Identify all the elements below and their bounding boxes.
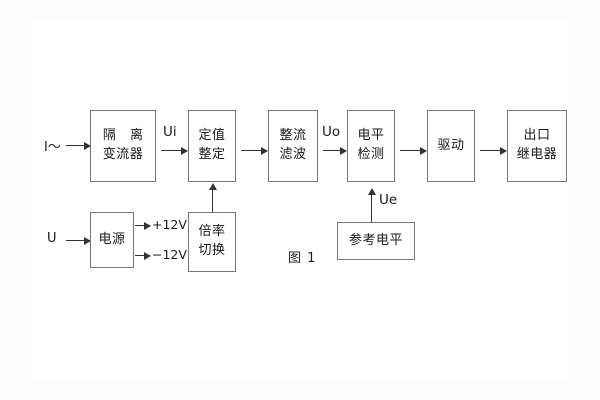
arrow-reference-to-level [367, 188, 376, 222]
arrow-multiplier-to-setpoint [208, 183, 217, 212]
arrow-voltage-to-power [66, 236, 91, 245]
current-input-label: I～ [44, 140, 61, 155]
block-level-detect-line1: 电平 [357, 128, 385, 144]
voltage-input-label: U [47, 231, 57, 246]
block-reference-level[interactable]: 参考电平 [337, 222, 415, 260]
block-driver[interactable]: 驱动 [427, 110, 475, 182]
block-output-relay[interactable]: 出口 继电器 [507, 110, 567, 182]
arrow-isolation-to-setpoint [161, 146, 188, 155]
arrow-level-to-driver [400, 146, 427, 155]
block-multiplier-switch-line1: 倍率 [198, 224, 226, 240]
arrow-current-to-isolation [66, 141, 91, 150]
arrow-driver-to-relay [480, 146, 507, 155]
signal-pos12v-label: +12V [152, 217, 187, 232]
block-setpoint-adjust[interactable]: 定值 整定 [188, 110, 236, 182]
block-multiplier-switch[interactable]: 倍率 切换 [188, 212, 236, 272]
block-setpoint-adjust-line2: 整定 [198, 147, 226, 162]
block-driver-line1: 驱动 [437, 137, 465, 153]
arrow-setpoint-to-rectify [241, 146, 268, 155]
block-isolation-transformer-line2: 变流器 [102, 147, 144, 162]
block-level-detect[interactable]: 电平 检测 [347, 110, 395, 182]
arrow-power-pos12v [135, 221, 151, 230]
arrow-rectify-to-level [323, 146, 347, 155]
block-rectify-filter[interactable]: 整流 滤波 [268, 110, 318, 182]
block-isolation-transformer[interactable]: 隔 离 变流器 [90, 110, 156, 182]
block-isolation-transformer-line1: 隔 离 [102, 128, 149, 144]
block-rectify-filter-line1: 整流 [279, 128, 307, 144]
block-level-detect-line2: 检测 [357, 147, 385, 162]
figure-caption: 图 1 [288, 251, 317, 266]
figure-panel [28, 22, 572, 378]
signal-ui-label: Ui [163, 124, 177, 140]
arrow-power-neg12v [135, 251, 151, 260]
block-rectify-filter-line2: 滤波 [279, 147, 307, 162]
signal-neg12v-label: −12V [152, 247, 187, 262]
block-output-relay-line1: 出口 [523, 128, 551, 144]
signal-uo-label: Uo [322, 124, 341, 140]
block-setpoint-adjust-line1: 定值 [198, 128, 226, 144]
block-multiplier-switch-line2: 切换 [198, 243, 226, 258]
block-power-supply[interactable]: 电源 [90, 212, 134, 268]
block-output-relay-line2: 继电器 [516, 147, 558, 162]
block-power-supply-line1: 电源 [98, 231, 126, 247]
block-reference-level-line1: 参考电平 [348, 232, 403, 248]
signal-ue-label: Ue [379, 192, 398, 208]
